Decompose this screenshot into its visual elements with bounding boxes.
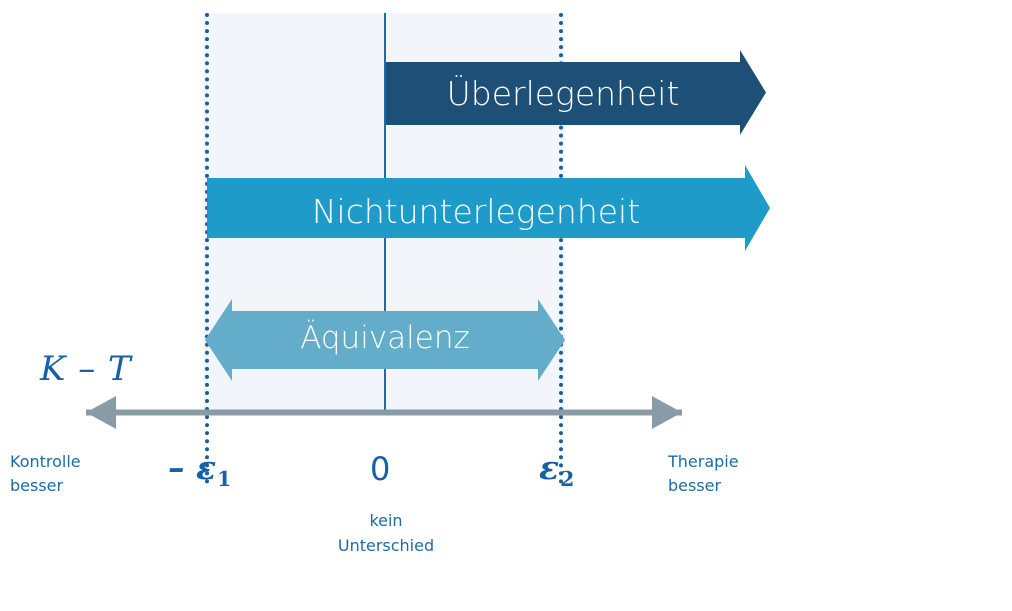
- tick-label-epsilon2: ε2: [539, 448, 574, 491]
- note-therapy-better: Therapie besser: [668, 452, 739, 495]
- margin-line-epsilon2: [559, 13, 563, 484]
- equivalence-arrow: [205, 299, 565, 381]
- tick-label-epsilon2-text: ε: [539, 448, 560, 487]
- tick-label-epsilon1: – ε1: [168, 448, 231, 491]
- noninferiority-arrow: [207, 165, 770, 251]
- note-control-better: Kontrolle besser: [10, 452, 81, 495]
- note-no-difference: kein Unterschied: [337, 511, 435, 555]
- tick-label-epsilon2-sub: 2: [560, 466, 575, 491]
- tick-label-zero: 0: [370, 450, 390, 488]
- measurement-axis: [86, 396, 682, 429]
- tick-label-zero-text: 0: [370, 450, 391, 488]
- margin-line-epsilon1: [205, 13, 209, 484]
- superiority-arrow: [386, 50, 766, 135]
- tick-label-epsilon1-sub: 1: [217, 466, 232, 491]
- tick-label-epsilon1-text: – ε: [168, 448, 217, 487]
- axis-quantity-label: K – T: [40, 349, 132, 389]
